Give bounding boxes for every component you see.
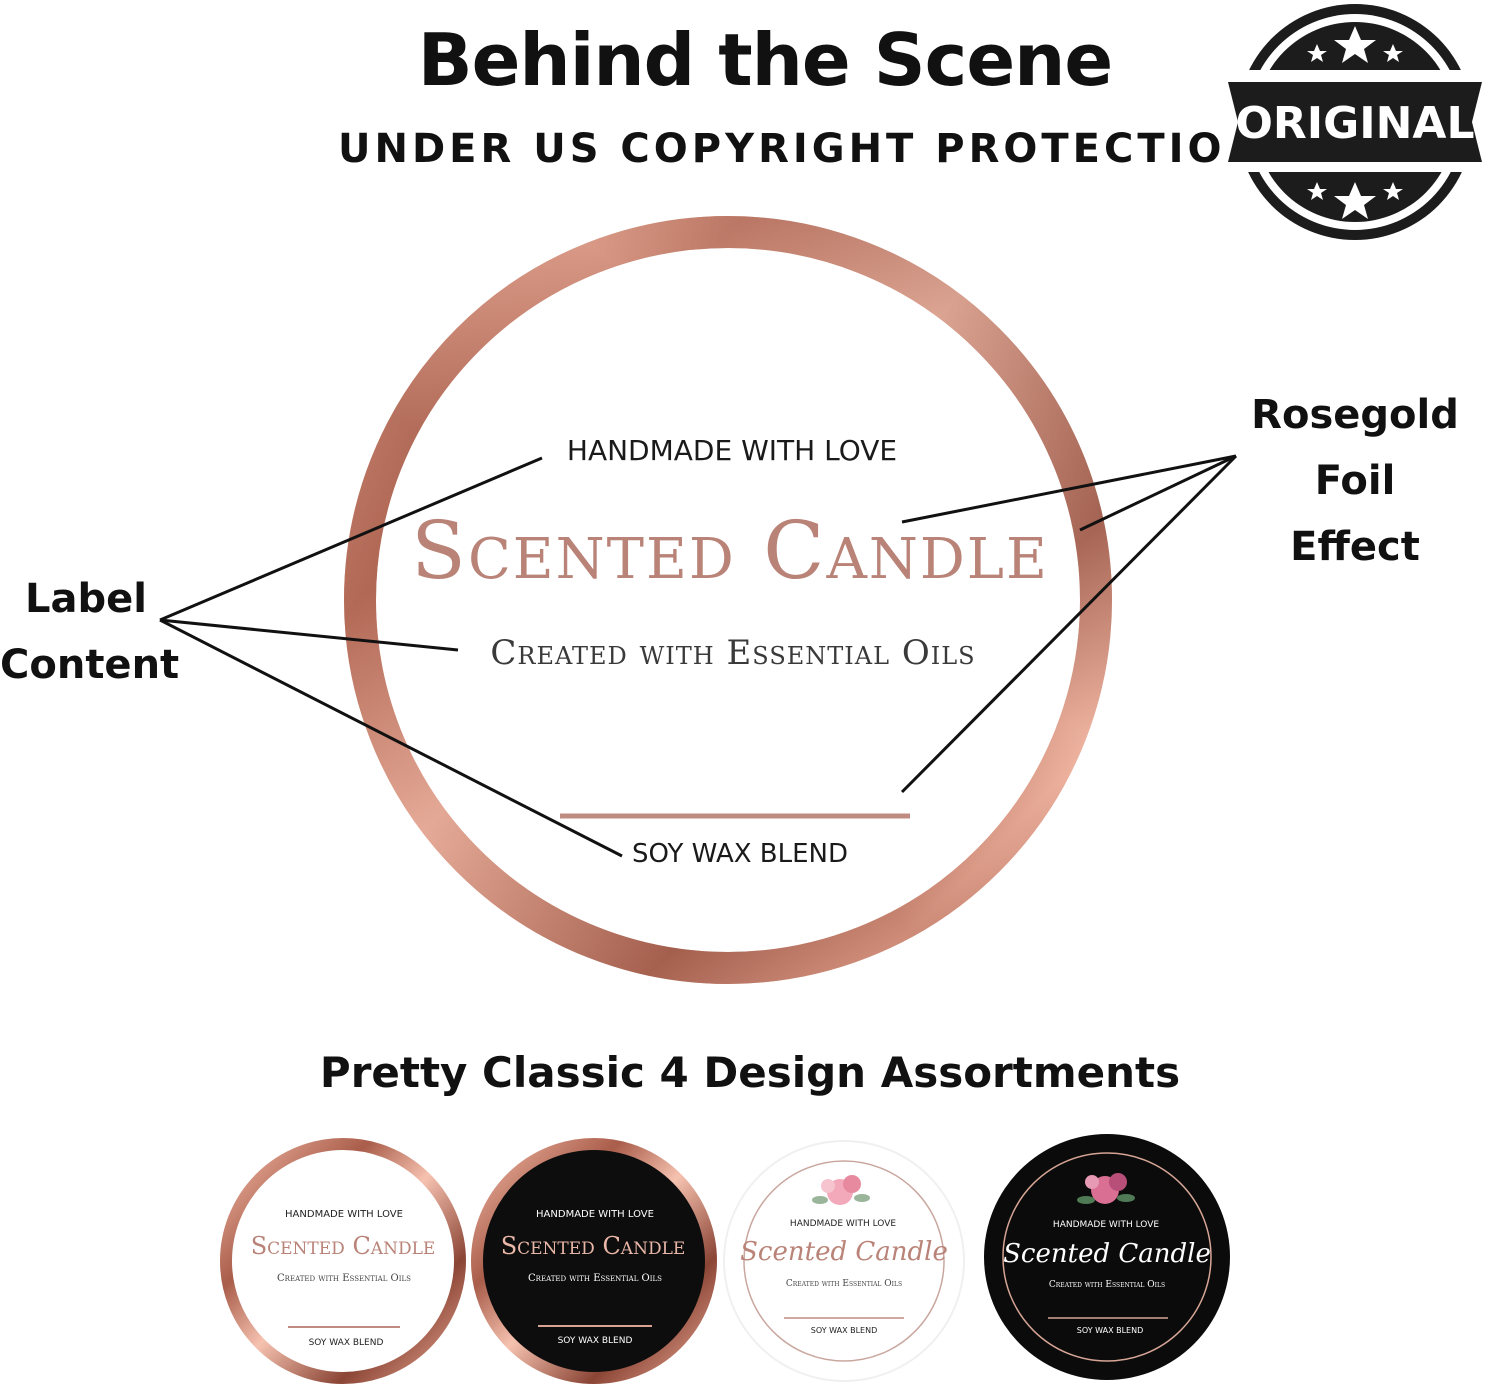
callout-label-line1: Label <box>25 576 147 622</box>
star-icon <box>1307 26 1403 219</box>
label-content-callout: Label Content <box>0 566 180 698</box>
label-title: Scented Candle <box>411 504 1049 597</box>
thumb-subtitle: Created with Essential Oils <box>1049 1280 1165 1290</box>
main-label-diagram: HANDMADE WITH LOVE Scented Candle Create… <box>159 216 1238 984</box>
label-bottom-text: SOY WAX BLEND <box>632 839 848 869</box>
callout-foil-line1: Rosegold Foil <box>1251 392 1459 504</box>
thumb-top-text: HANDMADE WITH LOVE <box>790 1219 896 1229</box>
label-content-callout-lines <box>159 456 623 858</box>
design-thumbnail-rosegold-black: HANDMADE WITH LOVE Scented Candle Create… <box>471 1138 717 1384</box>
flower-icon <box>812 1175 870 1205</box>
thumb-title: Scented Candle <box>251 1232 436 1260</box>
badge-text: ORIGINAL <box>1235 98 1474 149</box>
design-thumbnail-floral-black: HANDMADE WITH LOVE Scented Candle Create… <box>984 1134 1230 1380</box>
flower-icon <box>1077 1173 1135 1204</box>
thumb-bottom-text: SOY WAX BLEND <box>309 1338 384 1348</box>
label-top-text: HANDMADE WITH LOVE <box>567 434 897 467</box>
label-subtitle: Created with Essential Oils <box>490 633 975 673</box>
thumb-bottom-text: SOY WAX BLEND <box>558 1336 633 1346</box>
thumb-bottom-text: SOY WAX BLEND <box>811 1326 877 1335</box>
thumb-subtitle: Created with Essential Oils <box>528 1273 662 1284</box>
design-thumbnail-rosegold-white: HANDMADE WITH LOVE Scented Candle Create… <box>220 1138 466 1384</box>
original-badge: ORIGINAL <box>1222 4 1488 240</box>
assortment-title: Pretty Classic 4 Design Assortments <box>319 1048 1181 1097</box>
rosegold-callout-lines <box>900 454 1238 794</box>
thumb-subtitle: Created with Essential Oils <box>277 1273 411 1284</box>
design-thumbnails: HANDMADE WITH LOVE Scented Candle Create… <box>220 1134 1230 1384</box>
copyright-subtitle: UNDER US COPYRIGHT PROTECTION <box>338 126 1264 172</box>
design-thumbnail-floral-white: HANDMADE WITH LOVE Scented Candle Create… <box>723 1140 965 1382</box>
callout-label-line2: Content <box>0 642 180 688</box>
page-title: Behind the Scene <box>417 18 1114 102</box>
thumb-subtitle: Created with Essential Oils <box>786 1279 902 1289</box>
thumb-title: Scented Candle <box>1003 1239 1211 1269</box>
thumb-bottom-text: SOY WAX BLEND <box>1077 1326 1143 1335</box>
callout-foil-line2: Effect <box>1290 524 1420 570</box>
thumb-top-text: HANDMADE WITH LOVE <box>536 1209 654 1220</box>
rosegold-foil-callout: Rosegold Foil Effect <box>1210 382 1500 580</box>
thumb-title: Scented Candle <box>501 1232 686 1260</box>
thumb-title: Scented Candle <box>740 1237 948 1267</box>
thumb-top-text: HANDMADE WITH LOVE <box>1053 1220 1159 1230</box>
thumb-top-text: HANDMADE WITH LOVE <box>285 1209 403 1220</box>
